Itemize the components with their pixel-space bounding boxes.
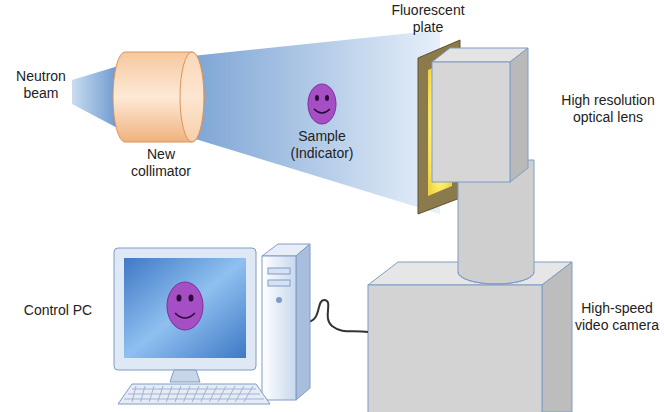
key-stroke (132, 386, 136, 402)
key-stroke (158, 386, 163, 402)
pc-tower (262, 244, 310, 400)
lens-head (432, 48, 528, 182)
cable (306, 300, 368, 332)
collimator (113, 52, 204, 142)
beam-cone (192, 30, 440, 214)
key-stroke (227, 386, 235, 402)
part-label: Fluorescent plate (380, 2, 476, 36)
keyboard (118, 384, 270, 404)
key-stroke (149, 386, 154, 402)
part-label: Control PC (10, 302, 106, 319)
key-stroke (244, 386, 253, 402)
key-stroke (184, 386, 190, 402)
monitor (114, 248, 256, 382)
part-label: High resolution optical lens (556, 92, 660, 126)
key-stroke (192, 386, 199, 402)
key-stroke (218, 386, 226, 402)
key-stroke (166, 386, 172, 402)
sample-indicator (308, 84, 336, 124)
part-label: New collimator (116, 146, 206, 180)
part-label: Sample (Indicator) (276, 128, 368, 162)
key-stroke (209, 386, 217, 402)
part-label: High-speed video camera (574, 300, 660, 334)
key-stroke (201, 386, 208, 402)
key-stroke (235, 386, 244, 402)
key-stroke (132, 389, 256, 390)
part-label: Neutron beam (8, 68, 74, 102)
key-stroke (175, 386, 181, 402)
key-stroke (141, 386, 145, 402)
video-camera (368, 262, 572, 412)
